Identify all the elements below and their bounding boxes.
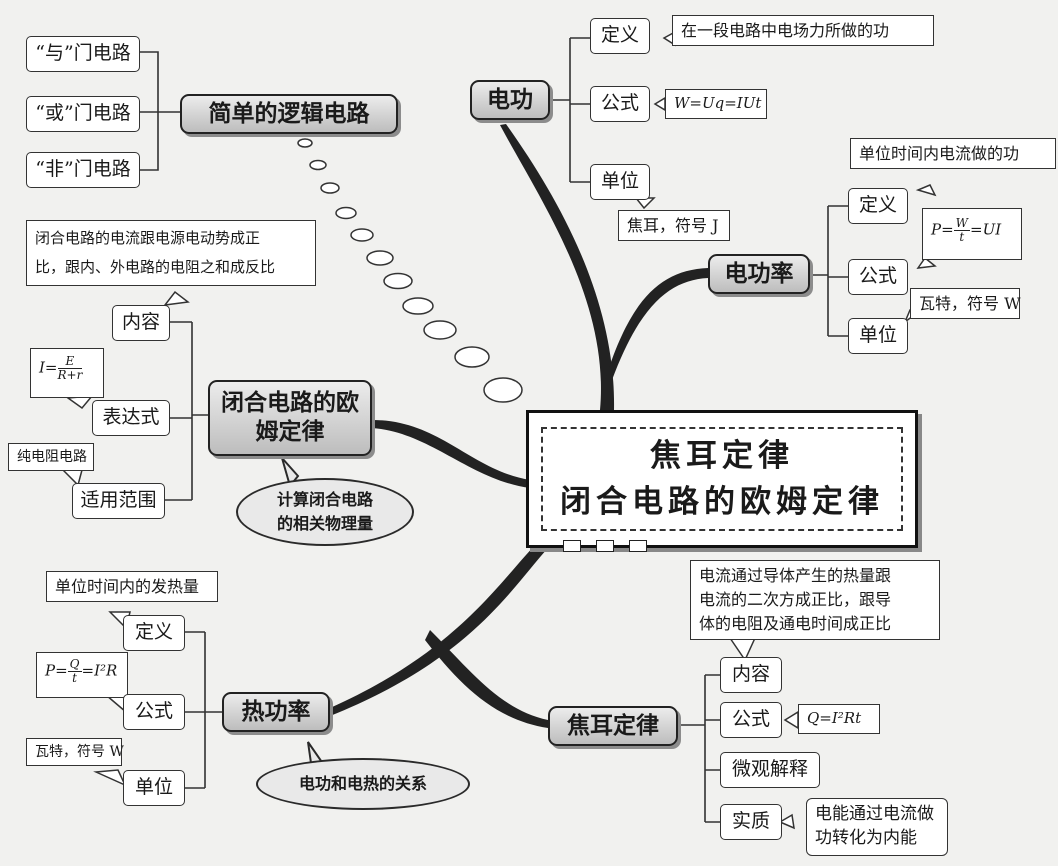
ohm-expr-left: I= — [39, 358, 58, 377]
branch-joule-law: 焦耳定律 — [548, 706, 678, 746]
ohm-expr-num: E — [57, 354, 83, 370]
work-unit-text: 焦耳，符号 J — [618, 210, 730, 242]
joule-formula: Q=I²Rt — [798, 704, 880, 734]
heat-formula-num: Q — [67, 657, 82, 673]
ohm-content-text: 闭合电路的电流跟电源电动势成正 比，跟内、外电路的电阻之和成反比 — [26, 220, 316, 286]
heat-formula-den: t — [72, 671, 77, 686]
heat-definition-text: 单位时间内的发热量 — [46, 571, 218, 603]
work-formula-label: 公式 — [590, 86, 650, 122]
power-formula-den: t — [959, 230, 965, 245]
heat-definition-label: 定义 — [123, 615, 185, 651]
ohm-bubble-line1: 计算闭合电路 — [276, 490, 373, 509]
joule-content-line3: 体的电阻及通电时间成正比 — [699, 614, 892, 633]
heat-formula-right: =I²R — [81, 661, 118, 680]
power-formula-left: P= — [931, 220, 954, 239]
ohm-content-line1: 闭合电路的电流跟电源电动势成正 — [35, 229, 261, 247]
ohm-scope-label: 适用范围 — [72, 483, 165, 519]
ohm-scope-text: 纯电阻电路 — [8, 443, 94, 472]
ohm-expr-den: R+r — [57, 368, 83, 383]
power-unit-label: 单位 — [848, 318, 908, 354]
power-definition-text: 单位时间内电流做的功 — [850, 138, 1056, 170]
work-definition-text: 在一段电路中电场力所做的功 — [672, 15, 934, 47]
center-tab-middle — [596, 540, 614, 552]
branch-heat-power: 热功率 — [222, 692, 330, 732]
ohm-expression-label: 表达式 — [92, 400, 170, 436]
ohm-content-label: 内容 — [112, 305, 170, 341]
ohm-bubble-line2: 的相关物理量 — [276, 514, 373, 533]
branch-logic-circuits: 简单的逻辑电路 — [180, 94, 398, 134]
joule-essence-label: 实质 — [720, 804, 782, 840]
center-tab-left — [563, 540, 581, 552]
power-formula-num: W — [953, 216, 971, 232]
joule-content-label: 内容 — [720, 657, 782, 693]
work-definition-label: 定义 — [590, 18, 650, 54]
ohm-content-line2: 比，跟内、外电路的电阻之和成反比 — [35, 258, 276, 276]
joule-content-line2: 电流的二次方成正比，跟导 — [699, 590, 892, 609]
joule-essence-line2: 功转化为内能 — [815, 828, 917, 848]
work-formula: W=Uq=IUt — [665, 89, 767, 119]
joule-micro-label: 微观解释 — [720, 752, 820, 788]
joule-essence-line1: 电能通过电流做 — [815, 804, 934, 824]
joule-content-line1: 电流通过导体产生的热量跟 — [699, 566, 892, 585]
ohm-bubble: 计算闭合电路 的相关物理量 — [236, 478, 414, 546]
leaf-and-gate: “与”门电路 — [26, 36, 140, 72]
joule-essence-text: 电能通过电流做 功转化为内能 — [806, 798, 948, 856]
heat-formula-label: 公式 — [123, 694, 185, 730]
leaf-not-gate: “非”门电路 — [26, 152, 140, 188]
leaf-or-gate: “或”门电路 — [26, 96, 140, 132]
heat-unit-label: 单位 — [123, 770, 185, 806]
joule-content-text: 电流通过导体产生的热量跟 电流的二次方成正比，跟导 体的电阻及通电时间成正比 — [690, 560, 940, 640]
joule-formula-label: 公式 — [720, 702, 782, 738]
power-formula-right: =UI — [970, 220, 1002, 239]
power-definition-label: 定义 — [848, 188, 908, 224]
central-topic-frame: 焦耳定律 闭合电路的欧姆定律 — [541, 427, 903, 531]
heat-unit-text: 瓦特，符号 W — [26, 738, 124, 767]
central-title-line2: 闭合电路的欧姆定律 — [560, 484, 884, 520]
central-topic-box: 焦耳定律 闭合电路的欧姆定律 — [526, 410, 918, 548]
branch-electric-work: 电功 — [470, 80, 550, 120]
work-unit-label: 单位 — [590, 164, 650, 200]
branch-electric-power: 电功率 — [708, 254, 810, 294]
power-unit-text: 瓦特，符号 W — [910, 288, 1021, 320]
center-tab-right — [629, 540, 647, 552]
heat-formula-left: P= — [45, 661, 68, 680]
central-title-line1: 焦耳定律 — [650, 437, 794, 474]
branch-closed-circuit-ohm: 闭合电路的欧姆定律 — [208, 380, 372, 456]
heat-bubble: 电功和电热的关系 — [256, 758, 470, 810]
power-formula-label: 公式 — [848, 259, 908, 295]
